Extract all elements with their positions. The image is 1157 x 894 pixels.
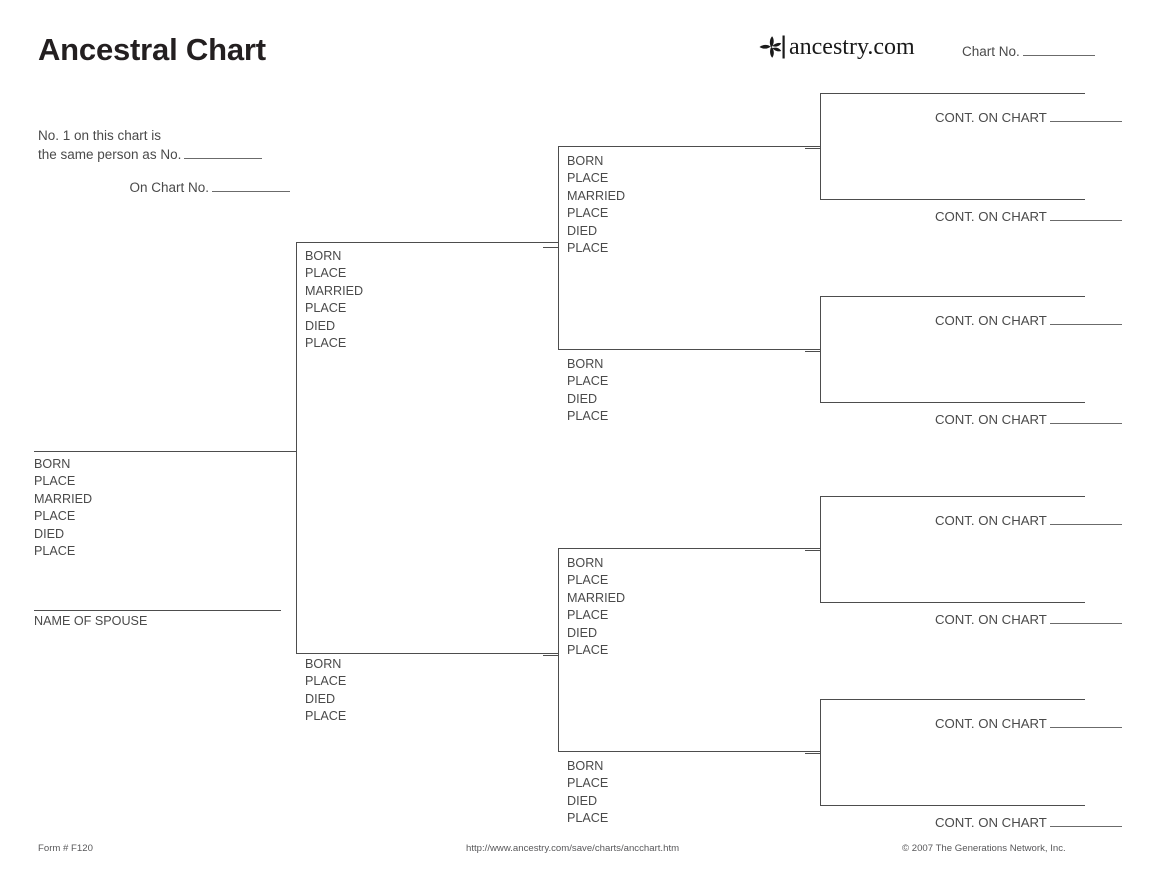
gen4-ggp-8-cont-label: CONT. ON CHART — [935, 815, 1047, 830]
gen4-ggp-7-cont-label: CONT. ON CHART — [935, 716, 1047, 731]
gen3-paternal-grandfather-name-line[interactable] — [558, 146, 820, 147]
footer-form-number: Form # F120 — [38, 843, 93, 854]
connector-gen3-1-to-gen4 — [805, 148, 821, 149]
gen4-ggp-3-name-line[interactable] — [820, 296, 1085, 297]
connector-gen2-mother-to-gen3 — [543, 655, 559, 656]
gen4-ggp-2-name-line[interactable] — [820, 199, 1085, 200]
brand-name: ancestry.com — [789, 34, 915, 60]
gen2-father-name-line[interactable] — [296, 242, 558, 243]
gen4-bracket-c-spine — [820, 496, 821, 603]
connector-gen3-2-to-gen4 — [805, 351, 821, 352]
person1-spouse-caption: NAME OF SPOUSE — [34, 614, 148, 628]
note-line-1: No. 1 on this chart is — [38, 128, 162, 143]
gen4-ggp-6-cont[interactable]: CONT. ON CHART — [935, 612, 1122, 627]
connector-person1-to-gen2 — [281, 451, 297, 452]
gen4-ggp-6-cont-label: CONT. ON CHART — [935, 612, 1047, 627]
gen4-ggp-8-cont-blank[interactable] — [1049, 826, 1122, 827]
gen4-ggp-6-name-line[interactable] — [820, 602, 1085, 603]
gen4-ggp-5-cont-blank[interactable] — [1049, 524, 1122, 525]
gen3-maternal-grandfather-name-line[interactable] — [558, 548, 820, 549]
gen2-mother-name-line[interactable] — [296, 653, 558, 654]
chart-cross-reference-note: No. 1 on this chart is the same person a… — [38, 126, 298, 197]
footer-url: http://www.ancestry.com/save/charts/ancc… — [466, 843, 680, 854]
gen4-ggp-2-cont-blank[interactable] — [1049, 220, 1122, 221]
gen4-ggp-3-cont-blank[interactable] — [1049, 324, 1122, 325]
gen2-bracket-spine — [296, 242, 297, 653]
gen4-ggp-4-cont-label: CONT. ON CHART — [935, 412, 1047, 427]
gen4-ggp-1-cont-label: CONT. ON CHART — [935, 110, 1047, 125]
page-title: Ancestral Chart — [38, 32, 266, 67]
gen3-maternal-grandmother-name-line[interactable] — [558, 751, 820, 752]
note-line-3[interactable]: On Chart No. — [38, 178, 298, 197]
gen4-ggp-3-cont[interactable]: CONT. ON CHART — [935, 313, 1122, 328]
gen4-ggp-4-cont-blank[interactable] — [1049, 423, 1122, 424]
gen4-ggp-1-name-line[interactable] — [820, 93, 1085, 94]
gen4-ggp-1-cont-blank[interactable] — [1049, 121, 1122, 122]
gen3-paternal-grandmother-name-line[interactable] — [558, 349, 820, 350]
note-line-2-label: the same person as No. — [38, 147, 182, 162]
gen4-bracket-b-spine — [820, 296, 821, 403]
ancestry-leaf-icon — [759, 35, 785, 59]
gen4-ggp-7-cont[interactable]: CONT. ON CHART — [935, 716, 1122, 731]
gen4-ggp-2-cont[interactable]: CONT. ON CHART — [935, 209, 1122, 224]
gen4-ggp-2-cont-label: CONT. ON CHART — [935, 209, 1047, 224]
gen4-ggp-4-cont[interactable]: CONT. ON CHART — [935, 412, 1122, 427]
on-chart-no-blank[interactable] — [212, 191, 290, 192]
note-line-2[interactable]: the same person as No. — [38, 145, 298, 164]
gen4-ggp-8-name-line[interactable] — [820, 805, 1085, 806]
chart-no-field[interactable]: Chart No. — [962, 44, 1095, 59]
connector-gen2-father-to-gen3 — [543, 247, 559, 248]
chart-no-blank[interactable] — [1022, 55, 1095, 56]
gen4-ggp-4-name-line[interactable] — [820, 402, 1085, 403]
gen4-ggp-7-name-line[interactable] — [820, 699, 1085, 700]
chart-no-label: Chart No. — [962, 44, 1020, 59]
gen4-ggp-8-cont[interactable]: CONT. ON CHART — [935, 815, 1122, 830]
gen4-bracket-a-spine — [820, 93, 821, 200]
person1-name-line[interactable] — [34, 451, 296, 452]
connector-gen3-3-to-gen4 — [805, 550, 821, 551]
connector-gen3-4-to-gen4 — [805, 753, 821, 754]
person1-spouse-line[interactable] — [34, 610, 281, 611]
same-person-as-no-blank[interactable] — [184, 158, 263, 159]
note-line-3-label: On Chart No. — [129, 180, 209, 195]
footer-copyright: © 2007 The Generations Network, Inc. — [902, 843, 1066, 854]
gen4-ggp-3-cont-label: CONT. ON CHART — [935, 313, 1047, 328]
ancestry-brand: ancestry.com — [757, 30, 915, 64]
gen4-ggp-1-cont[interactable]: CONT. ON CHART — [935, 110, 1122, 125]
gen4-ggp-6-cont-blank[interactable] — [1049, 623, 1122, 624]
gen4-bracket-d-spine — [820, 699, 821, 806]
gen4-ggp-5-cont[interactable]: CONT. ON CHART — [935, 513, 1122, 528]
gen4-ggp-7-cont-blank[interactable] — [1049, 727, 1122, 728]
gen3-paternal-bracket-spine — [558, 146, 559, 349]
gen4-ggp-5-name-line[interactable] — [820, 496, 1085, 497]
gen4-ggp-5-cont-label: CONT. ON CHART — [935, 513, 1047, 528]
gen3-maternal-bracket-spine — [558, 548, 559, 751]
